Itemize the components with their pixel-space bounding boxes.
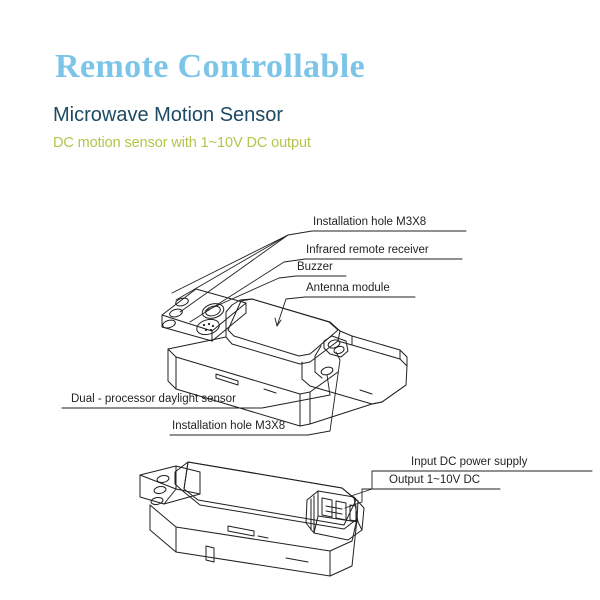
callout-label-buzzer: Buzzer [297,261,333,273]
callout-label-input-dc-power-supply: Input DC power supply [411,456,528,468]
callout-label-output-1-10v-dc: Output 1~10V DC [389,474,481,486]
callout-label-infrared-remote-receiver: Infrared remote receiver [306,244,429,256]
callout-label-installation-hole-top: Installation hole M3X8 [313,216,427,228]
callout-label-installation-hole-bottom: Installation hole M3X8 [172,420,286,432]
callout-label-antenna-module: Antenna module [306,282,390,294]
product-tagline: DC motion sensor with 1~10V DC output [53,135,311,151]
callout-label-dual-processor-daylight-sensor: Dual - processor daylight sensor [71,393,236,405]
device-bottom-view [139,461,365,577]
device-top-view [161,288,408,427]
page-title: Remote Controllable [55,48,366,85]
leader-lines-lower-left [61,351,341,436]
product-name: Microwave Motion Sensor [53,104,284,126]
leader-lines-top [171,230,467,327]
